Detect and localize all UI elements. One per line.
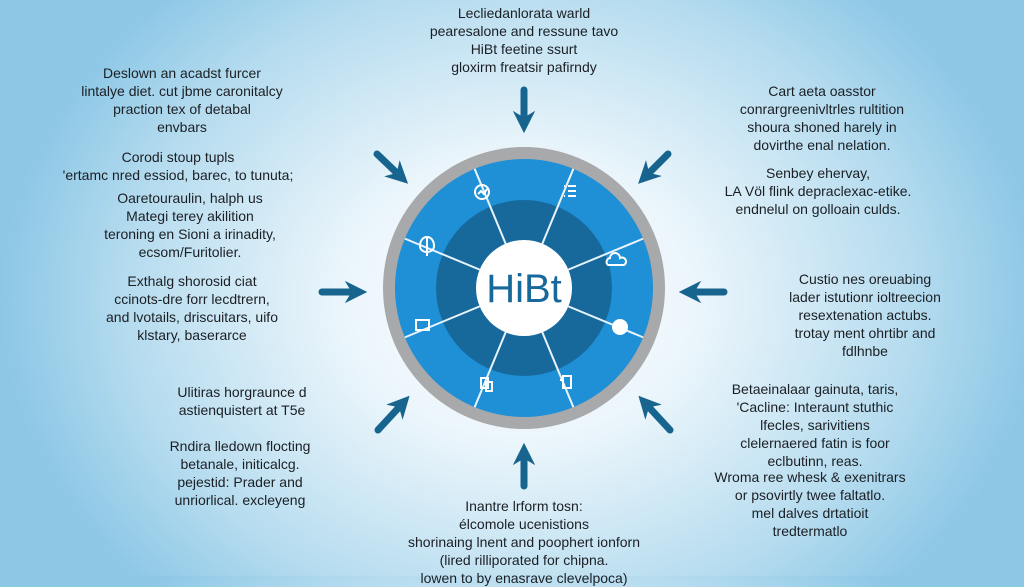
text-line: LA Völ flink depraclexac-etike. — [724, 183, 912, 199]
text-block-right-1: Cart aeta oasstor conrargreenivltrles rul… — [740, 82, 904, 154]
text-line: shoura shoned harely in — [747, 119, 897, 135]
text-line: endnelul on golloain culds. — [735, 201, 901, 217]
text-line: fdlhnbe — [842, 343, 888, 359]
text-block-left-4: Exthalg shorosid ciat ccinots-dre forr le… — [106, 272, 278, 344]
text-line: Lecliedanlorata warld — [457, 5, 591, 21]
text-line: teroning en Sioni a irinadity, — [104, 226, 276, 242]
text-line: unriorlical. excleyeng — [174, 492, 306, 508]
text-line: trotay ment ohrtibr and — [794, 325, 936, 341]
text-line: Corodi stoup tupls — [121, 149, 235, 165]
segment-dividers — [404, 168, 644, 408]
text-line: conrargreenivltrles rultition — [739, 101, 905, 117]
text-line: astienquistert at T5e — [178, 402, 306, 418]
text-line: Senbey ehervay, — [765, 165, 871, 181]
screen-icon — [415, 319, 430, 331]
text-line: lfecles, sarivitiens — [760, 417, 870, 433]
text-block-right-2: Senbey ehervay, LA Völ flink depraclexac-… — [725, 164, 912, 218]
text-line: praction tex of detabal — [113, 101, 251, 117]
info-icon — [612, 319, 628, 335]
text-line: gloxirm freatsir pafirndy — [451, 59, 597, 75]
text-block-left-6: Rndira lledown flocting betanale, initica… — [170, 437, 311, 509]
text-line: HiBt feetine ssurt — [470, 41, 578, 57]
text-block-bottom: Inantre lrform tosn: élcomole ucenistions… — [408, 497, 640, 587]
segment-divider — [567, 305, 644, 339]
arrow-lower-left — [374, 395, 410, 434]
center-label: HiBt — [486, 267, 562, 311]
text-line: mel dalves drtatioit — [751, 505, 869, 521]
text-line: Custio nes oreuabing — [798, 271, 932, 287]
segment-divider — [473, 331, 507, 408]
text-line: or psovirtly twee faltatlo. — [734, 487, 886, 503]
text-line: Mategi terey akilition — [126, 208, 254, 224]
text-line: Rndira lledown flocting — [169, 438, 311, 454]
text-block-right-4: Betaeinalaar gainuta, taris, 'Cacline: In… — [732, 380, 899, 470]
text-line: klstary, baserarce — [137, 327, 247, 343]
segment-divider — [473, 168, 507, 245]
chart-icon — [474, 184, 490, 200]
text-line: lowen to by enasrave clevelpoca) — [420, 570, 628, 586]
text-line: ccinots-dre forr lecdtrern, — [114, 291, 270, 307]
text-line: betanale, initicalcg. — [180, 456, 300, 472]
text-line: pejestid: Prader and — [177, 474, 303, 490]
list-icon — [564, 185, 576, 197]
arrow-lower-right — [638, 395, 674, 434]
text-line: 'ertamc nred essiod, barec, to tunuta; — [62, 167, 294, 183]
text-line: Exthalg shorosid ciat — [127, 273, 257, 289]
document-icon — [480, 377, 493, 392]
text-line: 'Cacline: Interaunt stuthic — [736, 399, 894, 415]
segment-divider — [404, 305, 481, 339]
segment-divider — [541, 331, 575, 408]
arrow-upper-right — [638, 150, 672, 184]
text-line: lader istutionr ioltreecion — [789, 289, 941, 305]
text-line: Wroma ree whesk & exenitrars — [714, 469, 906, 485]
text-line: pearesalone and ressune tavo — [429, 23, 619, 39]
text-block-top: Lecliedanlorata warld pearesalone and res… — [430, 4, 618, 76]
text-line: (lired rilliporated for chipna. — [439, 552, 609, 568]
text-line: ecsom/Furitolier. — [138, 244, 242, 260]
text-block-left-3: Oaretouraulin, halph us Mategi terey akil… — [104, 189, 276, 261]
leaf-icon — [418, 236, 436, 256]
text-block-left-5: Ulitiras horgraunce d astienquistert at T… — [177, 383, 306, 419]
text-line: envbars — [157, 119, 207, 135]
arrow-upper-left — [373, 150, 409, 184]
text-line: élcomole ucenistions — [459, 516, 589, 532]
text-line: dovirthe enal nelation. — [753, 137, 891, 153]
text-line: and lvotails, driscuitars, uifo — [106, 309, 278, 325]
center-hub — [476, 240, 572, 336]
text-block-right-3: Custio nes oreuabing lader istutionr iolt… — [789, 270, 941, 360]
text-line: resextenation actubs. — [798, 307, 932, 323]
text-line: lintalye diet. cut jbme caronitalcy — [81, 83, 283, 99]
text-block-left-2: Corodi stoup tupls 'ertamc nred essiod, b… — [63, 148, 294, 184]
text-line: shorinaing lnent and poophert ionforn — [408, 534, 640, 550]
text-line: eclbutinn, reas. — [767, 453, 863, 469]
text-line: tredtermatlo — [772, 523, 848, 539]
text-line: Oaretouraulin, halph us — [117, 190, 263, 206]
text-line: Betaeinalaar gainuta, taris, — [731, 381, 899, 397]
text-line: Cart aeta oasstor — [768, 83, 876, 99]
text-line: Deslown an acadst furcer — [103, 65, 261, 81]
text-block-left-1: Deslown an acadst furcer lintalye diet. c… — [81, 64, 283, 136]
phone-icon — [560, 375, 572, 389]
segment-divider — [567, 237, 644, 271]
text-block-right-5: Wroma ree whesk & exenitrars or psovirtly… — [714, 468, 905, 540]
text-line: Ulitiras horgraunce d — [177, 384, 307, 400]
segment-divider — [404, 237, 481, 271]
text-line: clelernaered fatin is foor — [740, 435, 890, 451]
text-line: Inantre lrform tosn: — [465, 498, 583, 514]
cloud-icon — [605, 252, 627, 266]
segment-divider — [541, 168, 575, 245]
